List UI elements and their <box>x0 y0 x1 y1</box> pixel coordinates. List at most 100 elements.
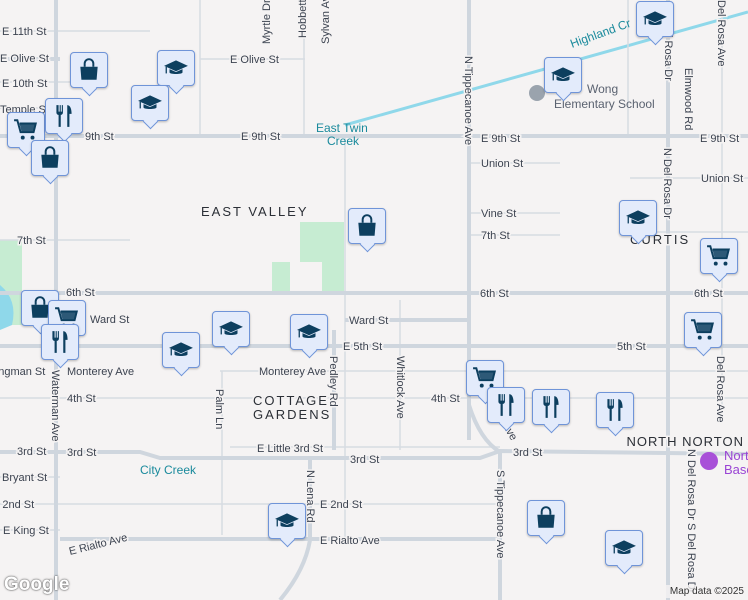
school-marker[interactable] <box>544 57 582 93</box>
street-label: E 9th St <box>481 133 520 145</box>
street-label: Hobbett Dr <box>297 0 309 38</box>
poi-label[interactable]: Norton <box>724 448 748 463</box>
street-label: N Tippecanoe Ave <box>462 56 474 145</box>
grocery-icon <box>690 317 716 343</box>
street-label: N Lena Rd <box>304 470 316 523</box>
restaurant-marker[interactable] <box>41 324 79 360</box>
shopping-icon <box>533 505 559 531</box>
street-label: Ward St <box>349 315 388 327</box>
street-label: Bryant St <box>2 472 47 484</box>
street-label: 6th St <box>480 288 509 300</box>
park <box>272 262 290 292</box>
street-label: 3rd St <box>350 454 379 466</box>
shopping-marker[interactable] <box>348 208 386 244</box>
street-label: Pedley Rd <box>327 356 339 407</box>
school-icon <box>168 337 194 363</box>
street-label: Vine St <box>481 208 516 220</box>
school-icon <box>274 508 300 534</box>
google-logo[interactable]: Google <box>4 574 70 595</box>
museum-poi-icon[interactable] <box>700 452 718 470</box>
school-marker[interactable] <box>212 311 250 347</box>
poi-label[interactable]: Wong <box>587 82 618 96</box>
neighborhood-label: NORTH NORTON <box>627 434 744 449</box>
school-marker[interactable] <box>268 503 306 539</box>
grocery-marker[interactable] <box>700 238 738 274</box>
shopping-icon <box>76 57 102 83</box>
restaurant-marker[interactable] <box>45 98 83 134</box>
grocery-icon <box>706 243 732 269</box>
shopping-marker[interactable] <box>31 140 69 176</box>
school-icon <box>625 205 651 231</box>
school-marker[interactable] <box>290 314 328 350</box>
school-icon <box>550 62 576 88</box>
map-attribution[interactable]: Map data ©2025 <box>665 585 748 598</box>
street-label: Monterey Ave <box>67 366 134 378</box>
street-label: E 9th St <box>241 131 280 143</box>
street-label: 3rd St <box>17 446 46 458</box>
shopping-marker[interactable] <box>70 52 108 88</box>
street-label: E 2nd St <box>0 499 34 511</box>
poi-label[interactable]: Base <box>724 462 748 477</box>
street-label: 7th St <box>481 230 510 242</box>
street-label: E King St <box>3 525 49 537</box>
street-label: E 10th St <box>2 78 47 90</box>
water-label: Creek <box>327 134 360 148</box>
street-label: E Olive St <box>0 53 49 65</box>
poi-label[interactable]: Elementary School <box>554 97 655 111</box>
grocery-icon <box>472 365 498 391</box>
school-marker[interactable] <box>636 1 674 37</box>
school-marker[interactable] <box>619 200 657 236</box>
street-label: 3rd St <box>67 447 96 459</box>
grocery-icon <box>13 117 39 143</box>
street-label: 6th St <box>66 287 95 299</box>
restaurant-icon <box>602 397 628 423</box>
restaurant-marker[interactable] <box>532 389 570 425</box>
street-label: Myrtle Dr N <box>261 0 273 44</box>
street-label: Sylvan Ave <box>320 0 332 44</box>
street-label: N Del Rosa Dr <box>661 148 673 219</box>
school-icon <box>296 319 322 345</box>
shopping-icon <box>354 213 380 239</box>
street-label: 3rd St <box>513 447 542 459</box>
school-icon <box>642 6 668 32</box>
neighborhood-label: COTTAGE <box>253 393 329 408</box>
restaurant-icon <box>493 392 519 418</box>
street-label: E 5th St <box>343 341 382 353</box>
restaurant-icon <box>47 329 73 355</box>
school-poi-icon[interactable] <box>529 85 545 101</box>
shopping-marker[interactable] <box>527 500 565 536</box>
street-label: Del Rosa Ave <box>714 356 726 422</box>
school-icon <box>611 535 637 561</box>
street-label: Monterey Ave <box>259 366 326 378</box>
street-label: E 11th St <box>2 26 46 38</box>
school-marker[interactable] <box>157 50 195 86</box>
street-label: Del Rosa Ave <box>715 0 727 66</box>
street-label: Palm Ln <box>213 389 225 429</box>
street-label: E Rialto Ave <box>68 532 129 558</box>
street-label: 7th St <box>17 235 46 247</box>
street-label: E 2nd St <box>320 499 362 511</box>
grocery-marker[interactable] <box>684 312 722 348</box>
pond <box>0 285 14 330</box>
school-marker[interactable] <box>605 530 643 566</box>
park <box>300 222 344 262</box>
school-marker[interactable] <box>162 332 200 368</box>
street-label: Elmwood Rd <box>682 68 694 130</box>
shopping-icon <box>37 145 63 171</box>
neighborhood-label: GARDENS <box>253 407 331 422</box>
street-label: Union St <box>701 173 743 185</box>
minor-roads <box>0 0 748 540</box>
street-label: Union St <box>481 158 523 170</box>
shopping-icon <box>27 295 53 321</box>
restaurant-marker[interactable] <box>596 392 634 428</box>
restaurant-icon <box>51 103 77 129</box>
school-icon <box>163 55 189 81</box>
restaurant-marker[interactable] <box>487 387 525 423</box>
street-label: Waterman Ave <box>49 370 61 442</box>
street-label: E 9th St <box>700 133 739 145</box>
street-label: 4th St <box>67 393 96 405</box>
street-label: 5th St <box>617 341 646 353</box>
school-marker[interactable] <box>131 85 169 121</box>
